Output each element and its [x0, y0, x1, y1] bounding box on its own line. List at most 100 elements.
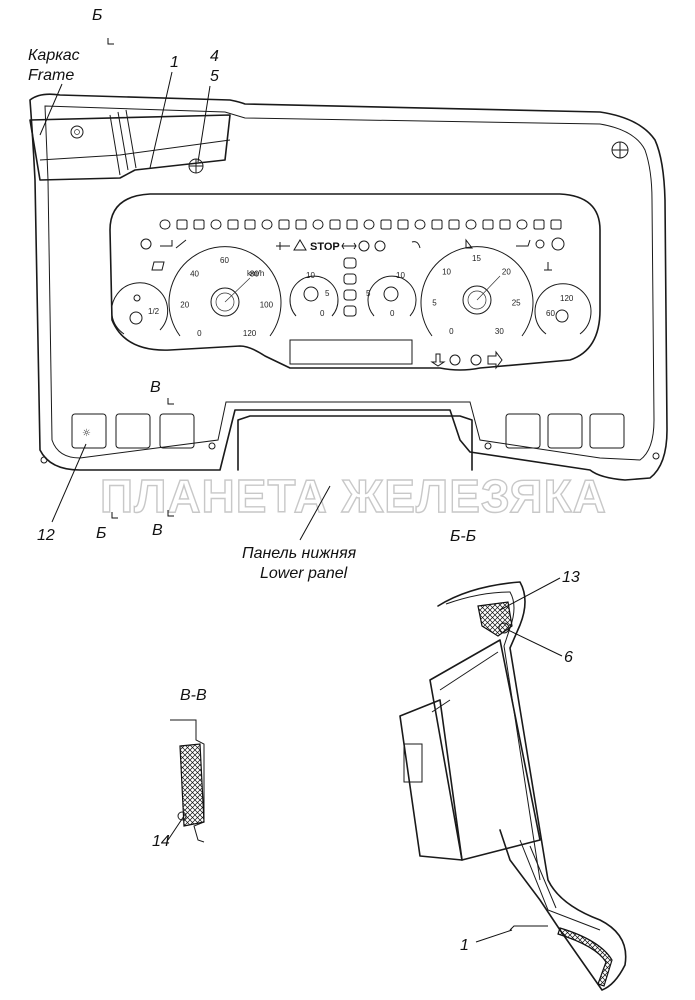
- switch-2: [115, 413, 151, 449]
- frame-label-en: Frame: [28, 67, 74, 84]
- speedometer-tick-label: 120: [243, 329, 257, 338]
- tachometer-tick-label: 10: [442, 267, 451, 276]
- indicator-lamp-icon: [550, 219, 562, 230]
- indicator-lamp-icon: [176, 219, 188, 230]
- indicator-lamp-icon: [312, 219, 324, 230]
- indicator-lamp-icon: [261, 219, 273, 230]
- panel-housing-outline: [29, 93, 668, 481]
- fuel-gauge: 1/2: [111, 282, 169, 335]
- callout-1-bottom: 1: [460, 937, 469, 954]
- indicator-lamp-icon: [397, 219, 409, 230]
- svg-text:0: 0: [320, 309, 325, 318]
- indicator-lamp-icon: [533, 219, 545, 230]
- oil-pressure-icon: [516, 239, 531, 247]
- temp-tick-high: 120: [560, 294, 574, 303]
- indicator-lamp-icon: [329, 219, 341, 230]
- switch-block-left: ☼: [71, 413, 195, 449]
- temperature-icon: [544, 262, 552, 271]
- warning-triangle-icon: [293, 239, 307, 251]
- svg-text:10: 10: [396, 271, 405, 280]
- indicator-lamp-icon: [448, 219, 460, 230]
- speedometer-tick-label: 80: [250, 269, 259, 278]
- turn-signal-icon: [341, 242, 357, 250]
- coolant-icon: [535, 239, 545, 249]
- sun-icon: ☼: [82, 428, 91, 439]
- callout-13: 13: [562, 569, 580, 586]
- control-knob-2: [470, 354, 482, 366]
- engine-brake-icon: [411, 241, 421, 249]
- switch-6: [589, 413, 625, 449]
- bb-cluster-housing: [399, 699, 463, 861]
- svg-text:0: 0: [390, 309, 395, 318]
- speedometer-tick-label: 100: [260, 301, 274, 310]
- switch-1: [71, 413, 107, 449]
- indicator-lamp-icon: [346, 219, 358, 230]
- callout-1-top: 1: [170, 54, 179, 71]
- frame-leader: [39, 83, 63, 136]
- section-vv-view: [170, 719, 205, 843]
- brake-failure-icon: [374, 240, 386, 252]
- stop-lamp-label: STOP: [310, 241, 340, 253]
- cut-b-top-label: Б: [92, 7, 102, 24]
- cut-v-bottom-label: В: [152, 522, 163, 539]
- bb-lower-hatch: [557, 927, 613, 987]
- cut-b-bottom-label: Б: [96, 525, 106, 542]
- temp-tick-low: 60: [546, 309, 555, 318]
- section-vv-title: В-В: [180, 687, 207, 704]
- svg-text:10: 10: [306, 271, 315, 280]
- switch-5: [547, 413, 583, 449]
- section-bb-title: Б-Б: [450, 528, 476, 545]
- indicator-lamp-icon: [414, 219, 426, 230]
- indicator-lamp-icon: [363, 219, 375, 230]
- bb-clip-6: [498, 622, 510, 634]
- indicator-lamp-icon: [431, 219, 443, 230]
- seatbelt-icon: [140, 238, 152, 250]
- indicator-row-second: STOP: [140, 237, 565, 271]
- frame-bracket: [29, 114, 231, 181]
- callout-4: 4: [210, 48, 219, 65]
- cut-b-top-mark: [107, 38, 114, 45]
- section-bb-view: [399, 581, 627, 991]
- cluster-bezel: [109, 193, 601, 371]
- right-arrow-button-icon: [487, 350, 503, 370]
- bb-cluster-body: [429, 639, 541, 861]
- indicator-lamp-icon: [244, 219, 256, 230]
- callout-14: 14: [152, 833, 170, 850]
- lower-panel-label-en: Lower panel: [260, 565, 348, 582]
- center-warning-lamps: [343, 257, 357, 317]
- indicator-lamp-icon: [516, 219, 528, 230]
- tachometer-tick-label: 15: [472, 254, 481, 263]
- speedometer-unit: km/h: [247, 269, 264, 278]
- fuel-gauge-tick: 1/2: [148, 307, 160, 316]
- indicator-lamp-icon: [227, 219, 239, 230]
- parking-brake-icon: [551, 237, 565, 251]
- headlight-icon: [276, 242, 290, 250]
- lower-panel-label-ru: Панель нижняя: [242, 545, 357, 562]
- brake-icon: [358, 240, 370, 252]
- speedometer-tick-label: 60: [220, 256, 229, 265]
- bb-seal-13: [477, 601, 513, 637]
- vv-seal-profile: [179, 743, 205, 827]
- panel-housing-inner: [44, 105, 655, 461]
- down-arrow-button-icon: [430, 353, 446, 367]
- indicator-lamp-icon: [295, 219, 307, 230]
- switch-3: [159, 413, 195, 449]
- indicator-lamp-icon: [380, 219, 392, 230]
- cut-v-upper-label: В: [150, 379, 161, 396]
- callout-12: 12: [37, 527, 55, 544]
- tachometer-tick-label: 20: [502, 267, 511, 276]
- speedometer-tick-label: 40: [190, 269, 199, 278]
- trailer-icon: [160, 239, 187, 249]
- lower-panel-leader: [299, 485, 331, 541]
- switch-block-right: [505, 413, 625, 449]
- speedometer-tick-label: 0: [197, 329, 202, 338]
- frame-bolt: [70, 125, 84, 139]
- callout-5: 5: [210, 68, 219, 85]
- svg-text:5: 5: [325, 289, 330, 298]
